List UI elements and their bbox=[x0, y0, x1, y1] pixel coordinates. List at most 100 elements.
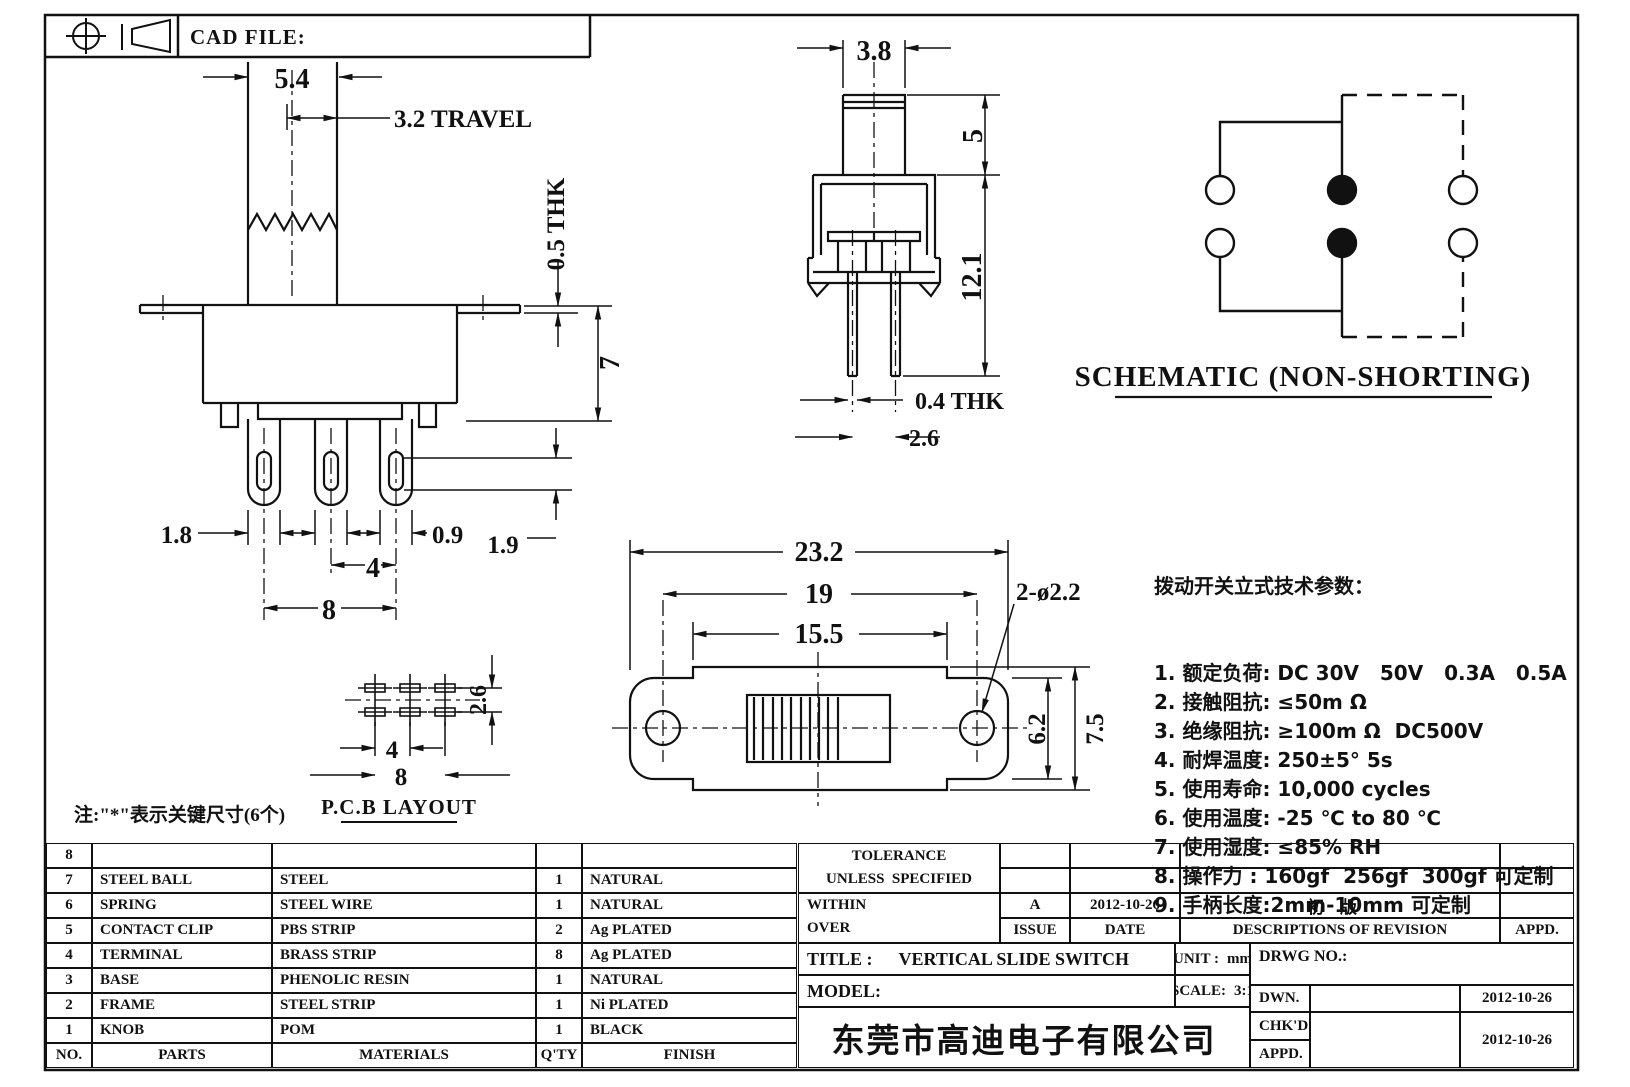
within-label: WITHIN bbox=[807, 897, 867, 913]
parts-cell: 8 bbox=[46, 843, 92, 868]
parts-cell: FRAME bbox=[92, 993, 272, 1018]
pcb-layout-label: P.C.B LAYOUT bbox=[321, 795, 477, 819]
parts-cell bbox=[92, 843, 272, 868]
top-dim-lines bbox=[629, 540, 1090, 791]
parts-cell: Ag PLATED bbox=[582, 918, 797, 943]
dim-pcb-4: 4 bbox=[386, 737, 399, 764]
parts-cell: Ag PLATED bbox=[582, 943, 797, 968]
schematic-label: SCHEMATIC (NON-SHORTING) bbox=[1075, 361, 1532, 393]
pcb-dim-lines bbox=[310, 655, 510, 779]
dim-front-1-8: 1.8 bbox=[161, 522, 192, 549]
over-label: OVER bbox=[807, 920, 851, 936]
dwn-label: DWN. bbox=[1250, 985, 1310, 1012]
chkd-signature-empty bbox=[1310, 1012, 1460, 1068]
parts-cell: PBS STRIP bbox=[272, 918, 536, 943]
params-title: 拨动开关立式技术参数： bbox=[1154, 574, 1374, 598]
front-view-outline bbox=[138, 62, 522, 507]
parts-header-cell: FINISH bbox=[582, 1043, 797, 1068]
params-block: 拨动开关立式技术参数： 1. 额定负荷: DC 30V 50V 0.3A 0.5… bbox=[1154, 514, 1594, 949]
parts-cell: 2 bbox=[536, 918, 582, 943]
parts-cell: STEEL STRIP bbox=[272, 993, 536, 1018]
scale-label: SCALE: bbox=[1175, 982, 1227, 999]
tolerance-cell: TOLERANCE UNLESS SPECIFIED bbox=[798, 843, 1000, 893]
appd2-label: APPD. bbox=[1250, 1040, 1310, 1068]
front-dim-lines bbox=[198, 73, 612, 612]
parts-cell: 6 bbox=[46, 893, 92, 918]
revision-description-label: DESCRIPTIONS OF REVISION bbox=[1180, 918, 1500, 943]
dim-front-1-9: 1.9 bbox=[487, 532, 518, 559]
drwg-no-cell: DRWG NO.: bbox=[1250, 943, 1574, 985]
param-item: 7. 使用湿度: ≤85% RH bbox=[1154, 835, 1382, 859]
parts-cell: BASE bbox=[92, 968, 272, 993]
dim-front-5-4: 5.4 bbox=[275, 64, 310, 95]
unit-label: UNIT : bbox=[1175, 950, 1219, 967]
chkd-label: CHK'D bbox=[1250, 1012, 1310, 1040]
top-view: 23.2 19 15.5 2-ø2.2 6.2 7.5 bbox=[612, 537, 1109, 806]
projection-symbol-icon bbox=[66, 18, 171, 54]
parts-cell: 1 bbox=[536, 1018, 582, 1043]
parts-cell: 1 bbox=[46, 1018, 92, 1043]
param-item: 1. 额定负荷: DC 30V 50V 0.3A 0.5A bbox=[1154, 661, 1567, 685]
dim-front-8: 8 bbox=[322, 595, 336, 626]
front-view: 5.4 3.2 TRAVEL 0.5 THK 7 1.8 0.9 1.9 4 8 bbox=[138, 62, 626, 626]
parts-cell: Ni PLATED bbox=[582, 993, 797, 1018]
rev-appd-empty bbox=[1500, 843, 1574, 868]
issue-label: ISSUE bbox=[1000, 918, 1070, 943]
dim-front-05thk: 0.5 THK bbox=[543, 177, 570, 270]
parts-cell: 1 bbox=[536, 993, 582, 1018]
parts-cell: STEEL BALL bbox=[92, 868, 272, 893]
param-item: 9. 手柄长度:2mm-10mm 可定制 bbox=[1154, 893, 1471, 917]
dwn-signature-empty bbox=[1310, 985, 1460, 1012]
parts-cell: NATURAL bbox=[582, 968, 797, 993]
rev-appd-empty bbox=[1500, 868, 1574, 893]
parts-cell: KNOB bbox=[92, 1018, 272, 1043]
param-item: 5. 使用寿命: 10,000 cycles bbox=[1154, 777, 1431, 801]
dim-top-23-2: 23.2 bbox=[795, 537, 844, 568]
parts-cell: CONTACT CLIP bbox=[92, 918, 272, 943]
pcb-layout-view: 2.6 4 8 P.C.B LAYOUT bbox=[310, 655, 510, 823]
parts-cell: STEEL bbox=[272, 868, 536, 893]
tolerance-line2: UNLESS SPECIFIED bbox=[826, 871, 972, 887]
parts-header-cell: NO. bbox=[46, 1043, 92, 1068]
scale-value: 3:1 bbox=[1234, 982, 1249, 999]
parts-cell: 5 bbox=[46, 918, 92, 943]
dim-top-15-5: 15.5 bbox=[795, 619, 844, 650]
parts-cell: NATURAL bbox=[582, 868, 797, 893]
param-item: 4. 耐焊温度: 250±5° 5s bbox=[1154, 748, 1393, 772]
unit-cell: UNIT : mm bbox=[1175, 943, 1250, 975]
dim-pcb-2-6: 2.6 bbox=[466, 685, 492, 715]
parts-cell: 4 bbox=[46, 943, 92, 968]
title-row: TITLE : VERTICAL SLIDE SWITCH bbox=[798, 943, 1175, 975]
parts-header-cell: PARTS bbox=[92, 1043, 272, 1068]
dim-top-holes: 2-ø2.2 bbox=[1016, 579, 1081, 606]
appd-label: APPD. bbox=[1500, 918, 1574, 943]
rev-date-empty bbox=[1070, 843, 1180, 868]
rev-issue-empty bbox=[1000, 868, 1070, 893]
rev-issue-empty bbox=[1000, 843, 1070, 868]
schematic-contacts bbox=[1204, 174, 1479, 259]
date-label: DATE bbox=[1070, 918, 1180, 943]
parts-cell: 1 bbox=[536, 893, 582, 918]
rev-desc-empty bbox=[1180, 843, 1500, 868]
parts-cell bbox=[536, 843, 582, 868]
dim-top-19: 19 bbox=[805, 579, 833, 610]
tolerance-line1: TOLERANCE bbox=[851, 848, 947, 864]
rev-date-empty bbox=[1070, 868, 1180, 893]
pcb-pads bbox=[358, 674, 462, 726]
chkd-date: 2012-10-26 bbox=[1460, 1012, 1574, 1068]
cad-file-label: CAD FILE: bbox=[190, 25, 306, 49]
schematic-wires-solid bbox=[1218, 95, 1344, 337]
schematic-wires-dashed bbox=[1342, 93, 1465, 339]
dim-front-4: 4 bbox=[366, 553, 380, 584]
parts-cell: 8 bbox=[536, 943, 582, 968]
side-view-outline bbox=[806, 93, 942, 378]
dim-pcb-8: 8 bbox=[395, 764, 408, 791]
issue-value: A bbox=[1000, 893, 1070, 918]
key-dimension-note: 注:"*"表示关键尺寸(6个) bbox=[74, 805, 286, 826]
parts-cell: TERMINAL bbox=[92, 943, 272, 968]
parts-cell: SPRING bbox=[92, 893, 272, 918]
